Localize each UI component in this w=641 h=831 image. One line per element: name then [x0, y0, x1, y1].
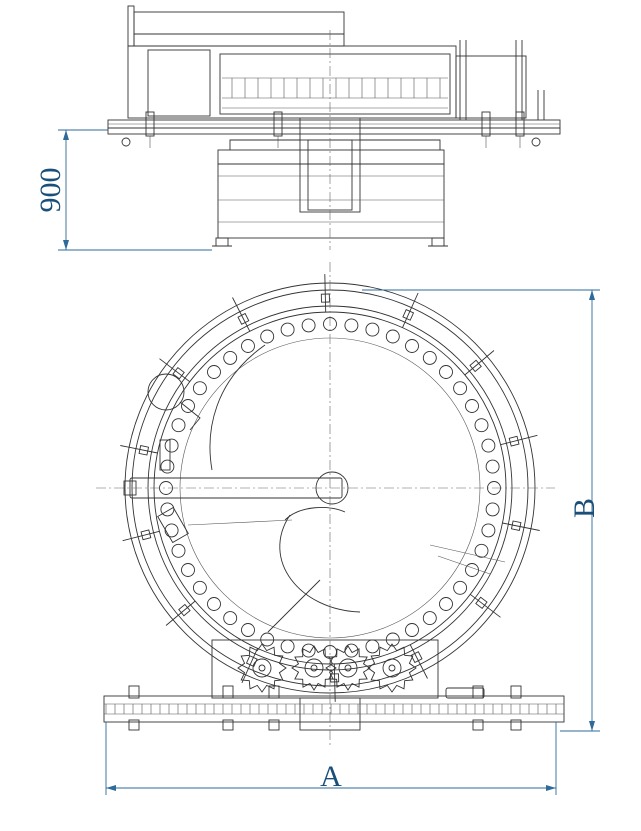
puck	[207, 597, 221, 611]
ring-bracket	[122, 530, 160, 542]
puck	[453, 381, 468, 396]
ring-bracket	[500, 434, 538, 446]
puck	[164, 438, 179, 453]
puck	[192, 580, 207, 595]
ring-bracket	[324, 274, 327, 313]
puck	[241, 623, 255, 637]
ring-bracket	[165, 600, 196, 626]
ring-bracket	[232, 297, 251, 332]
puck	[439, 597, 453, 611]
sprocket	[367, 643, 417, 693]
dimension-a-label: A	[320, 760, 342, 793]
ring-bracket	[409, 644, 428, 679]
conveyor-clamp	[510, 685, 522, 699]
sprocket	[291, 645, 337, 691]
puck	[171, 418, 186, 433]
puck	[439, 365, 453, 379]
puck	[365, 322, 380, 337]
puck	[485, 459, 500, 474]
puck	[385, 329, 400, 344]
height-dimension-label: 900	[34, 168, 67, 213]
ring-bracket	[241, 648, 258, 684]
puck	[207, 365, 221, 379]
dimension-b-label: B	[568, 498, 601, 518]
puck	[301, 643, 316, 658]
puck	[465, 563, 479, 577]
puck	[280, 639, 295, 654]
puck	[385, 632, 400, 647]
puck	[241, 339, 255, 353]
ring-bracket	[159, 358, 191, 383]
conveyor-clamp	[128, 685, 140, 699]
puck	[192, 381, 207, 396]
conveyor-clamp	[268, 685, 280, 699]
puck	[405, 623, 419, 637]
puck	[465, 399, 479, 413]
ring-bracket	[120, 445, 158, 454]
puck	[260, 632, 275, 647]
plan-view: B A	[96, 262, 601, 795]
puck	[260, 329, 275, 344]
puck	[344, 318, 359, 333]
sprocket	[237, 643, 287, 693]
puck	[160, 459, 175, 474]
puck	[405, 339, 419, 353]
puck	[474, 418, 489, 433]
puck	[223, 611, 238, 626]
puck	[481, 523, 496, 538]
puck	[181, 563, 195, 577]
puck	[181, 399, 195, 413]
puck	[223, 350, 238, 365]
puck	[453, 580, 468, 595]
puck	[280, 322, 295, 337]
puck	[422, 611, 437, 626]
ring-bracket	[464, 350, 495, 376]
ring-bracket	[469, 593, 501, 618]
ring-bracket	[502, 522, 540, 531]
conveyor-clamp	[222, 685, 234, 699]
puck	[422, 350, 437, 365]
puck	[474, 543, 489, 558]
puck	[365, 639, 380, 654]
side-elevation-view: 900	[34, 5, 561, 251]
puck	[171, 543, 186, 558]
ring-bracket	[402, 292, 419, 328]
puck	[485, 502, 500, 517]
sprocket	[325, 645, 371, 691]
puck	[301, 318, 316, 333]
puck	[481, 438, 496, 453]
puck	[164, 523, 179, 538]
